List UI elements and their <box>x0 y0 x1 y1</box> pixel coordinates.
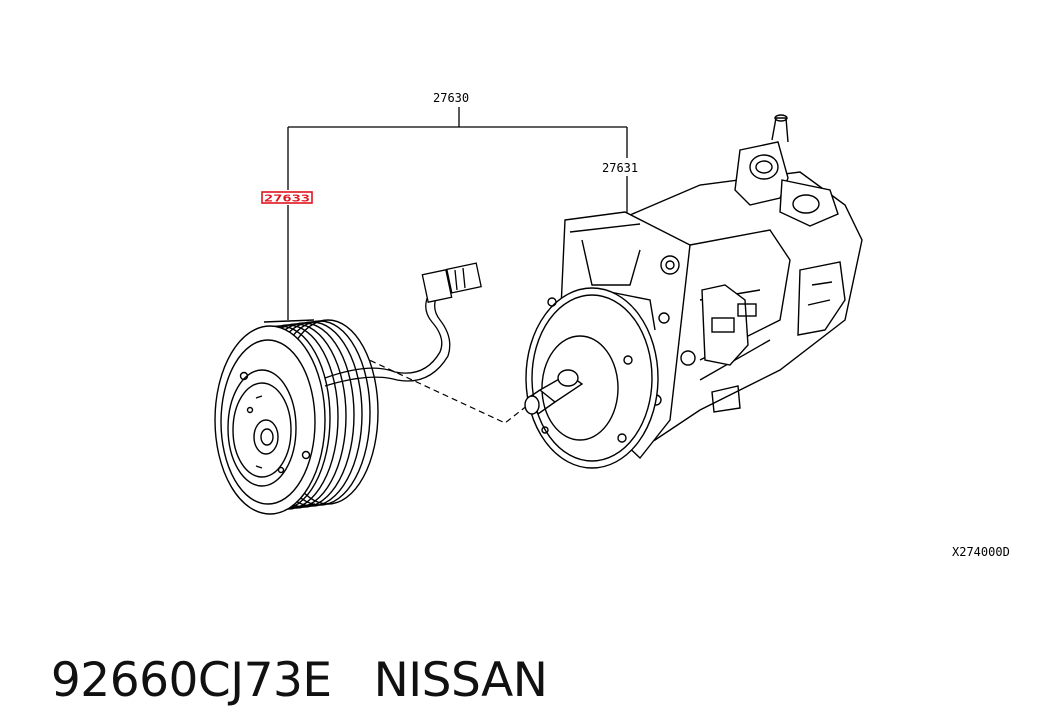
figure-code: X274000D <box>952 545 1010 559</box>
callout-27633-highlight[interactable]: 27633 <box>261 191 313 205</box>
callout-27633: 27633 <box>264 194 310 205</box>
part-number: 92660CJ73E <box>50 653 332 708</box>
leader-lines <box>287 107 628 320</box>
clutch-wire-connector <box>324 262 482 387</box>
parts-diagram: 27630 27631 27633 <box>214 91 1010 559</box>
caption: 92660CJ73E NISSAN <box>22 598 548 708</box>
brand-name: NISSAN <box>373 653 548 708</box>
compressor-body <box>524 114 863 469</box>
clutch-pulley <box>214 319 379 515</box>
callout-27630: 27630 <box>433 91 469 105</box>
callout-27631: 27631 <box>602 161 638 175</box>
